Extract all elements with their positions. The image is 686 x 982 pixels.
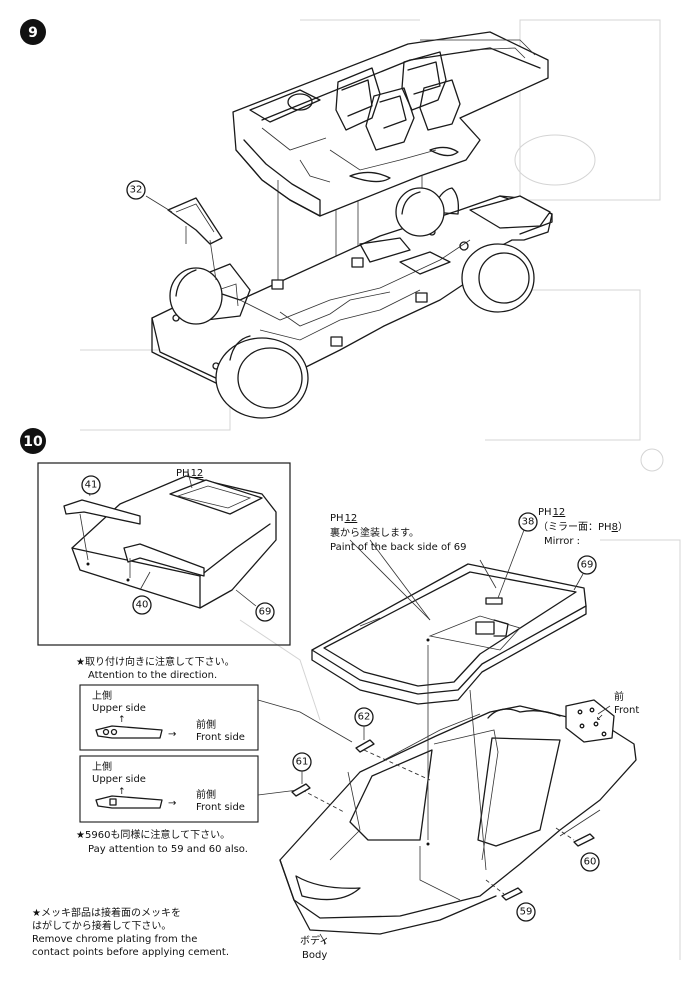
box2-upper-jp: 上側 (92, 760, 112, 773)
box1-upper-en: Upper side (92, 703, 146, 714)
box2-arrow-right: → (168, 798, 176, 809)
chrome-note-en-1: Remove chrome plating from the (32, 934, 197, 945)
body-label-jp: ボディ (300, 934, 329, 947)
part-32-callout (126, 180, 146, 200)
front-arrow: ↙ (596, 713, 604, 723)
part-69-main-callout (577, 555, 597, 575)
box2-front-jp: 前側 (196, 788, 216, 801)
mirror-paint-jp: （ミラー面：PH8） (538, 521, 628, 533)
interior-tub (232, 31, 549, 217)
box1-upper-jp: 上側 (92, 689, 112, 702)
step-10: 10 41 40 69 (20, 428, 639, 961)
part-69-windshield (311, 539, 587, 705)
headlight (295, 875, 361, 901)
inset-box: 41 40 69 PH12 (37, 462, 291, 646)
part-59-callout (516, 902, 536, 922)
mirror-mount (485, 597, 503, 605)
orientation-box-2 (79, 755, 259, 823)
peg-1 (271, 279, 284, 290)
part-41-label: 41 (85, 480, 98, 491)
direction-note-en: Attention to the direction. (88, 670, 217, 681)
step-9: 9 (20, 19, 553, 419)
box1-part-shape (95, 725, 163, 739)
orientation-box-1 (79, 684, 259, 751)
part38-paint-code: PH12 (538, 507, 565, 518)
part-69-inset-callout (255, 602, 275, 622)
part-61-label: 61 (296, 757, 309, 768)
front-plate: 前 Front ↙ (565, 690, 639, 743)
chrome-note-jp-1: ★メッキ部品は接着面のメッキを (32, 906, 181, 919)
part-62-label: 62 (358, 712, 371, 723)
back-paint-code: PH12 (330, 513, 357, 524)
direction-note-jp: ★取り付け向きに注意して下さい。 (76, 655, 235, 668)
part-60-label: 60 (584, 857, 597, 868)
also-note-jp: ★5960も同様に注意して下さい。 (76, 828, 230, 841)
part-62-shape (355, 739, 375, 753)
box1-arrow-up: ↑ (118, 715, 126, 725)
body-shell (279, 638, 637, 935)
peg-3 (351, 257, 364, 268)
box1-front-jp: 前側 (196, 718, 216, 731)
chassis (151, 187, 553, 385)
part-38-callout (518, 512, 538, 532)
part-60-shape (573, 833, 595, 847)
front-label-jp: 前 (614, 690, 624, 703)
part-40-callout (132, 595, 152, 615)
box2-part-shape (95, 795, 163, 809)
part-59-label: 59 (520, 907, 533, 918)
chrome-note-en-2: contact points before applying cement. (32, 947, 229, 958)
part-41-shape (63, 499, 141, 525)
step-9-badge (20, 19, 46, 45)
part-59-shape (501, 887, 523, 901)
box2-upper-en: Upper side (92, 774, 146, 785)
back-paint-en: Paint of the back side of 69 (330, 542, 467, 553)
part-32-label: 32 (130, 185, 143, 196)
box2-front-en: Front side (196, 802, 245, 813)
body-label-en: Body (302, 950, 327, 961)
wheels (169, 187, 535, 419)
also-note-en: Pay attention to 59 and 60 also. (88, 844, 248, 855)
bleed-through-ghost (80, 19, 681, 960)
small-parts: 62 61 60 59 (291, 707, 600, 922)
box1-arrow-right: → (168, 729, 176, 740)
box1-front-en: Front side (196, 732, 245, 743)
part-69-inset-label: 69 (259, 607, 272, 618)
part-40-shape (123, 543, 205, 577)
back-paint-jp: 裏から塗装します。 (330, 526, 419, 539)
step-10-badge (20, 428, 46, 454)
part-61-shape (291, 783, 311, 797)
peg-4 (415, 292, 428, 303)
inset-paint-code: PH12 (176, 468, 203, 479)
mirror-paint-en: Mirror : (544, 536, 580, 547)
paint-notes: PH12 裏から塗装します。 Paint of the back side of… (330, 507, 628, 599)
peg-2 (330, 336, 343, 347)
step-9-number: 9 (28, 25, 38, 41)
part-60-callout (580, 852, 600, 872)
part-38-label: 38 (522, 517, 535, 528)
part-32: 32 (126, 180, 223, 281)
step-10-number: 10 (23, 434, 43, 450)
direction-notes: ★取り付け向きに注意して下さい。 Attention to the direct… (32, 655, 353, 958)
body-label: ボディ Body (300, 933, 329, 961)
part-69-main-label: 69 (581, 560, 594, 571)
chrome-note-jp-2: はがしてから接着して下さい。 (32, 919, 171, 932)
part-41-callout (81, 475, 101, 495)
box2-arrow-up: ↑ (118, 787, 126, 797)
part-40-label: 40 (136, 600, 149, 611)
inset-frame (37, 462, 291, 646)
front-label-en: Front (614, 705, 639, 716)
